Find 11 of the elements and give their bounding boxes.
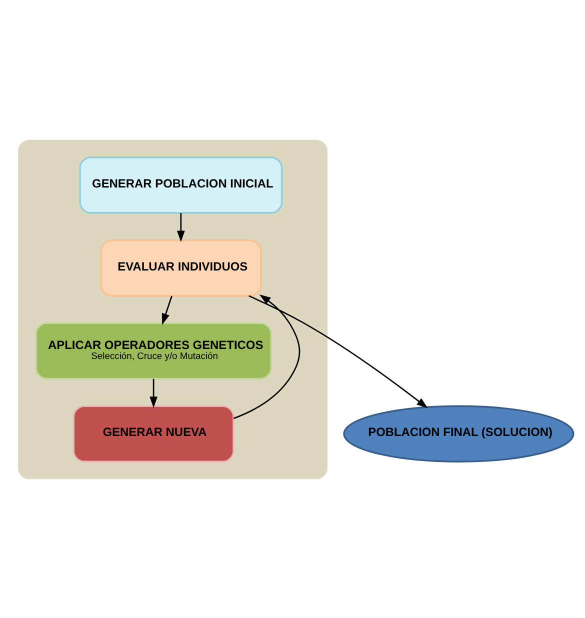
arrow: [162, 295, 172, 324]
node-box: EVALUAR INDIVIDUOS: [100, 238, 262, 296]
arrow: [150, 378, 158, 408]
node-box: APLICAR OPERADORES GENETICOS Selección, Cruce y/o Mutación: [35, 322, 272, 380]
node-ellipse: POBLACION FINAL (SOLUCION): [343, 404, 574, 462]
arrow: [176, 212, 185, 242]
node-box: GENERAR NUEVA: [72, 404, 234, 462]
node-box: GENERAR POBLACION INICIAL: [79, 156, 283, 214]
arrow: [233, 294, 300, 419]
arrow: [248, 294, 428, 408]
cluster: [18, 139, 328, 479]
